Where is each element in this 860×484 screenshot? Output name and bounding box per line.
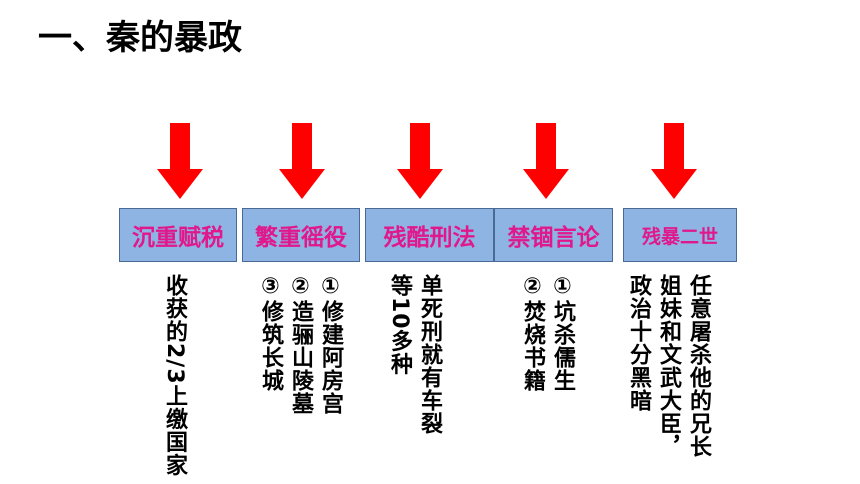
detail-line: ②焚烧书籍 — [520, 274, 545, 392]
detail-line: 等10多种 — [387, 274, 412, 376]
box-heavy-corvee: 繁重徭役 — [242, 208, 360, 262]
detail-line: 政治十分黑暗 — [626, 274, 651, 412]
down-arrow-icon — [157, 123, 203, 199]
detail-heavy-corvee: ①修建阿房宫 ②造骊山陵墓 ③修筑长城 — [255, 274, 345, 415]
detail-heavy-taxes: 收获的2/3上缴国家 — [159, 274, 189, 477]
detail-line: ①修建阿房宫 — [318, 274, 343, 415]
down-arrow-icon — [279, 123, 325, 199]
detail-line: 单死刑就有车裂 — [417, 274, 442, 435]
detail-line: 任意屠杀他的兄长 — [686, 274, 711, 458]
down-arrow-icon — [651, 123, 697, 199]
box-tyrant-second-emperor: 残暴二世 — [623, 208, 737, 262]
detail-cruel-punishment: 单死刑就有车裂 等10多种 — [384, 274, 444, 435]
detail-line: ②造骊山陵墓 — [288, 274, 313, 415]
detail-line: 姐妹和文武大臣， — [656, 274, 681, 458]
page-title: 一、秦的暴政 — [38, 18, 242, 58]
detail-line: ①坑杀儒生 — [550, 274, 575, 392]
box-cruel-punishment: 残酷刑法 — [365, 208, 494, 262]
down-arrow-icon — [523, 123, 569, 199]
detail-line: ③修筑长城 — [258, 274, 283, 392]
detail-line: 收获的2/3上缴国家 — [162, 274, 187, 477]
box-heavy-taxes: 沉重赋税 — [119, 208, 237, 262]
box-speech-suppression: 禁锢言论 — [494, 208, 613, 262]
detail-tyrant-second-emperor: 任意屠杀他的兄长 姐妹和文武大臣， 政治十分黑暗 — [623, 274, 713, 458]
detail-speech-suppression: ①坑杀儒生 ②焚烧书籍 — [517, 274, 577, 392]
down-arrow-icon — [397, 123, 443, 199]
